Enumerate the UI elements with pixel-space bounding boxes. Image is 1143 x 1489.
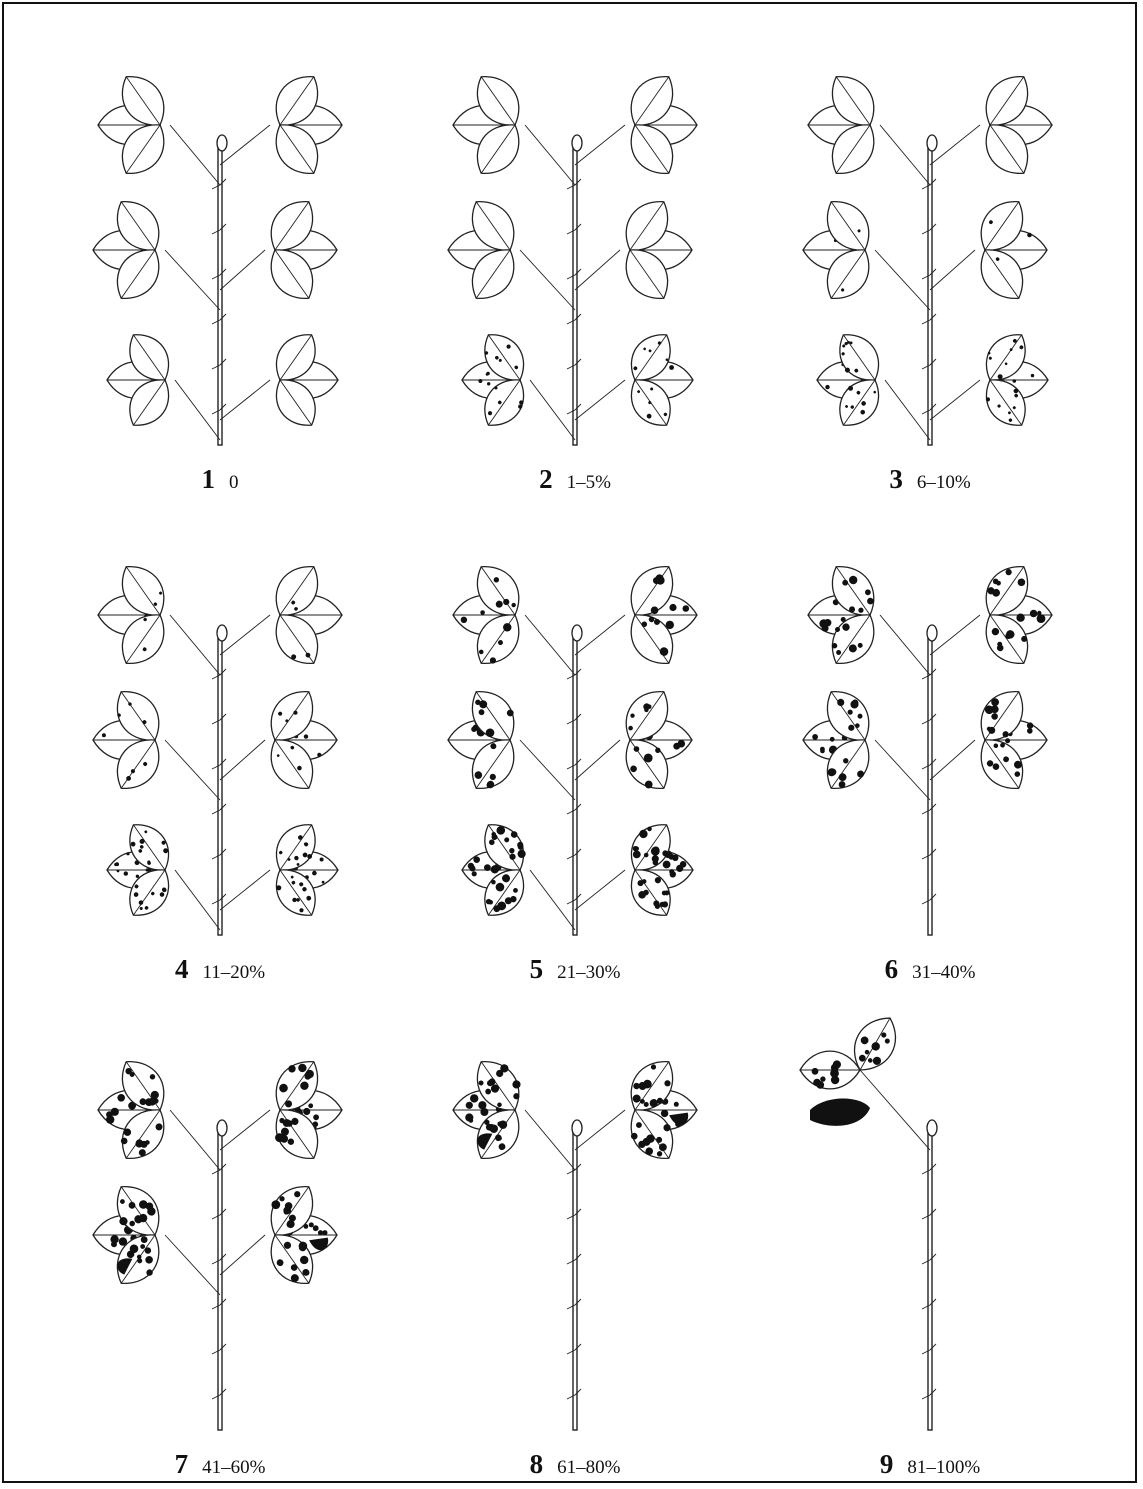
panel-number: 1 <box>202 464 216 494</box>
plant-illustration-8 <box>395 1000 755 1440</box>
caption-4: 4 11–20% <box>40 954 400 985</box>
plant <box>93 66 342 445</box>
severity-label: 61–80% <box>557 1457 620 1478</box>
panel-3: 3 6–10% <box>750 15 1110 495</box>
panel-number: 7 <box>175 1449 189 1479</box>
severity-label: 81–100% <box>907 1457 980 1478</box>
caption-5: 5 21–30% <box>395 954 755 985</box>
plant-illustration-9 <box>750 1000 1110 1440</box>
severity-label: 11–20% <box>202 962 265 983</box>
severity-label: 6–10% <box>917 472 971 493</box>
caption-6: 6 31–40% <box>750 954 1110 985</box>
plant-illustration-2 <box>395 15 755 455</box>
plant-illustration-7 <box>40 1000 400 1440</box>
caption-8: 8 61–80% <box>395 1449 755 1480</box>
plant <box>803 66 1052 445</box>
panel-2: 2 1–5% <box>395 15 755 495</box>
panel-number: 6 <box>885 954 899 984</box>
severity-label: 0 <box>229 472 239 493</box>
caption-2: 2 1–5% <box>395 464 755 495</box>
panel-number: 8 <box>530 1449 544 1479</box>
panel-7: 7 41–60% <box>40 1000 400 1480</box>
plant <box>453 1050 697 1430</box>
panel-number: 2 <box>539 464 553 494</box>
caption-7: 7 41–60% <box>40 1449 400 1480</box>
plant <box>448 556 697 935</box>
panel-6: 6 31–40% <box>750 505 1110 985</box>
plant <box>93 1051 342 1430</box>
panel-number: 5 <box>530 954 544 984</box>
panel-number: 4 <box>175 954 189 984</box>
plant <box>800 1009 937 1430</box>
plant <box>93 556 342 935</box>
severity-label: 31–40% <box>912 962 975 983</box>
panel-8: 8 61–80% <box>395 1000 755 1480</box>
severity-label: 21–30% <box>557 962 620 983</box>
leaflet <box>800 1051 860 1089</box>
plant-illustration-3 <box>750 15 1110 455</box>
plant <box>448 66 697 445</box>
severity-label: 1–5% <box>567 472 611 493</box>
plant-illustration-1 <box>40 15 400 455</box>
panel-9: 9 81–100% <box>750 1000 1110 1480</box>
panel-4: 4 11–20% <box>40 505 400 985</box>
plant-illustration-6 <box>750 505 1110 945</box>
caption-3: 3 6–10% <box>750 464 1110 495</box>
plant <box>803 556 1052 935</box>
caption-1: 10 <box>40 464 400 495</box>
panel-number: 3 <box>889 464 903 494</box>
severity-label: 41–60% <box>202 1457 265 1478</box>
panel-number: 9 <box>880 1449 894 1479</box>
caption-9: 9 81–100% <box>750 1449 1110 1480</box>
plant-illustration-5 <box>395 505 755 945</box>
panel-5: 5 21–30% <box>395 505 755 985</box>
plant-illustration-4 <box>40 505 400 945</box>
